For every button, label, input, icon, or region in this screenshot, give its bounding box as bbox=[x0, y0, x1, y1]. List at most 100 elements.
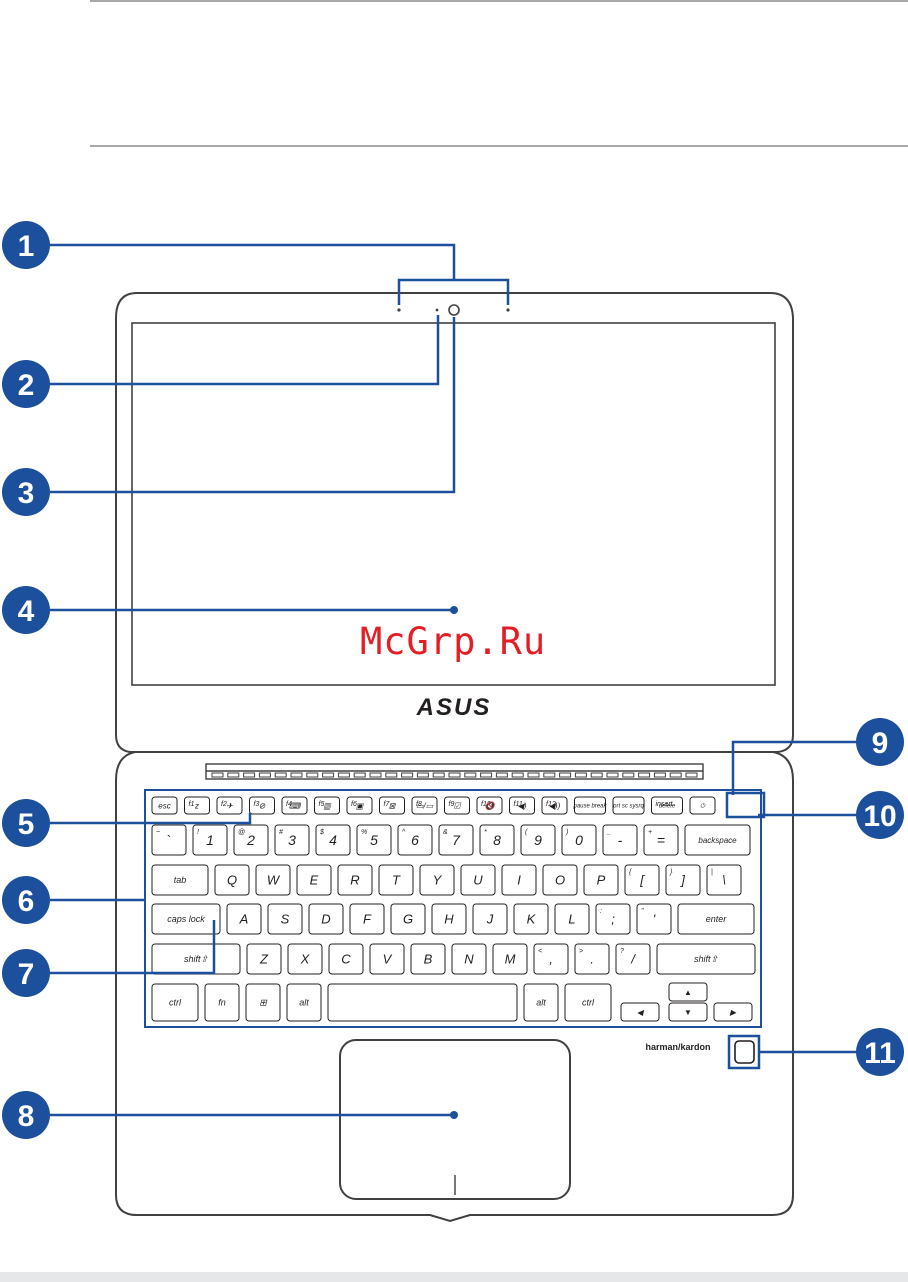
key-cap bbox=[520, 824, 556, 856]
key-label: A bbox=[239, 912, 249, 927]
callout-badge-5: 5 bbox=[2, 799, 50, 847]
key-cap bbox=[204, 983, 240, 1022]
key-label: ▶ bbox=[729, 1008, 737, 1017]
key: ~` bbox=[151, 824, 187, 856]
key-label: J bbox=[486, 912, 494, 927]
harman-kardon-logo: harman/kardon bbox=[645, 1042, 710, 1052]
hinge-vent-slot bbox=[653, 772, 666, 778]
key-cap bbox=[369, 943, 405, 975]
key-label: ⊞ bbox=[259, 998, 268, 1008]
key-cap bbox=[356, 824, 392, 856]
key: f12◀)) bbox=[541, 796, 568, 815]
key-label: 3 bbox=[288, 832, 296, 848]
hinge-vent-slot bbox=[258, 772, 271, 778]
key-secondary-label: f3 bbox=[254, 801, 260, 808]
callout-badge-circle bbox=[2, 799, 50, 847]
key-secondary-label: f7 bbox=[384, 801, 391, 808]
callout-line-3 bbox=[50, 317, 456, 494]
callout-line-5 bbox=[50, 813, 252, 825]
key bbox=[327, 983, 518, 1022]
key-label: 1 bbox=[206, 832, 214, 848]
key-label: 7 bbox=[452, 832, 461, 848]
key-cap bbox=[684, 824, 751, 856]
hinge-vent-slot bbox=[432, 772, 445, 778]
key-cap bbox=[390, 903, 426, 935]
key-label: O bbox=[555, 873, 565, 888]
key-cap bbox=[255, 864, 291, 896]
key-cap bbox=[378, 864, 414, 896]
key-cap bbox=[651, 796, 683, 815]
key: ctrl bbox=[151, 983, 199, 1022]
key-cap bbox=[233, 824, 269, 856]
key: f7⊠ bbox=[379, 796, 405, 815]
key: <, bbox=[533, 943, 569, 975]
callout-badge-2: 2 bbox=[2, 360, 50, 408]
key-label: ⏻ bbox=[700, 803, 706, 810]
key: {[ bbox=[624, 864, 660, 896]
key-secondary-label: insert bbox=[656, 801, 674, 808]
key: $4 bbox=[315, 824, 351, 856]
key-cap bbox=[492, 943, 528, 975]
callout-number: 10 bbox=[863, 800, 896, 833]
key-label: D bbox=[321, 912, 330, 927]
key-label: backspace bbox=[698, 836, 737, 845]
hinge-vent-slot bbox=[227, 772, 240, 778]
key: pause break bbox=[572, 796, 608, 815]
key-secondary-label: ( bbox=[525, 829, 528, 836]
key-label: ⊘ bbox=[259, 801, 266, 810]
key-secondary-label: f9 bbox=[449, 801, 455, 808]
key: ^6 bbox=[397, 824, 433, 856]
key: prt sc sysrq bbox=[612, 796, 645, 815]
key: P bbox=[583, 864, 619, 896]
key: }] bbox=[665, 864, 701, 896]
callout-badge-4: 4 bbox=[2, 586, 50, 634]
key-cap bbox=[612, 796, 645, 815]
key-label: \ bbox=[722, 873, 726, 888]
key: S bbox=[267, 903, 303, 935]
hinge-vent-slot bbox=[511, 772, 524, 778]
hinge-vent-slot bbox=[495, 772, 508, 778]
key: backspace bbox=[684, 824, 751, 856]
key-cap bbox=[602, 824, 638, 856]
callout-badge-circle bbox=[2, 876, 50, 924]
key-label: / bbox=[630, 952, 636, 967]
key-secondary-label: f10 bbox=[481, 801, 491, 808]
key: |\ bbox=[706, 864, 742, 896]
key-cap bbox=[668, 982, 708, 1002]
hinge-vent-slot bbox=[322, 772, 335, 778]
key-cap bbox=[337, 864, 373, 896]
key-secondary-label: % bbox=[361, 829, 367, 836]
key-cap bbox=[476, 796, 503, 815]
key-cap bbox=[689, 796, 716, 815]
key: U bbox=[460, 864, 496, 896]
key: M bbox=[492, 943, 528, 975]
key-cap bbox=[668, 1002, 708, 1022]
callout-badge-circle bbox=[2, 221, 50, 269]
callout-number: 4 bbox=[18, 595, 35, 628]
key: ▲ bbox=[668, 982, 708, 1002]
key: B bbox=[410, 943, 446, 975]
key-cap bbox=[315, 824, 351, 856]
key-cap bbox=[501, 864, 537, 896]
key-label: 8 bbox=[493, 832, 501, 848]
key-label: S bbox=[281, 912, 290, 927]
key-cap bbox=[472, 903, 508, 935]
callout-line-2 bbox=[50, 315, 440, 386]
callout-number: 6 bbox=[18, 885, 35, 918]
key-label: G bbox=[403, 912, 413, 927]
key-cap bbox=[713, 1002, 753, 1022]
callout-number: 2 bbox=[18, 369, 35, 402]
key: tab bbox=[151, 864, 209, 896]
key: caps lock bbox=[151, 903, 221, 935]
key-cap bbox=[509, 796, 535, 815]
key-label: C bbox=[341, 952, 351, 967]
key-secondary-label: < bbox=[538, 948, 542, 955]
key: shift⇧ bbox=[656, 943, 756, 975]
key-cap bbox=[451, 943, 487, 975]
hinge-vent-slot bbox=[369, 772, 382, 778]
key: Q bbox=[214, 864, 250, 896]
key: X bbox=[287, 943, 323, 975]
hinge-vent-slot bbox=[622, 772, 635, 778]
